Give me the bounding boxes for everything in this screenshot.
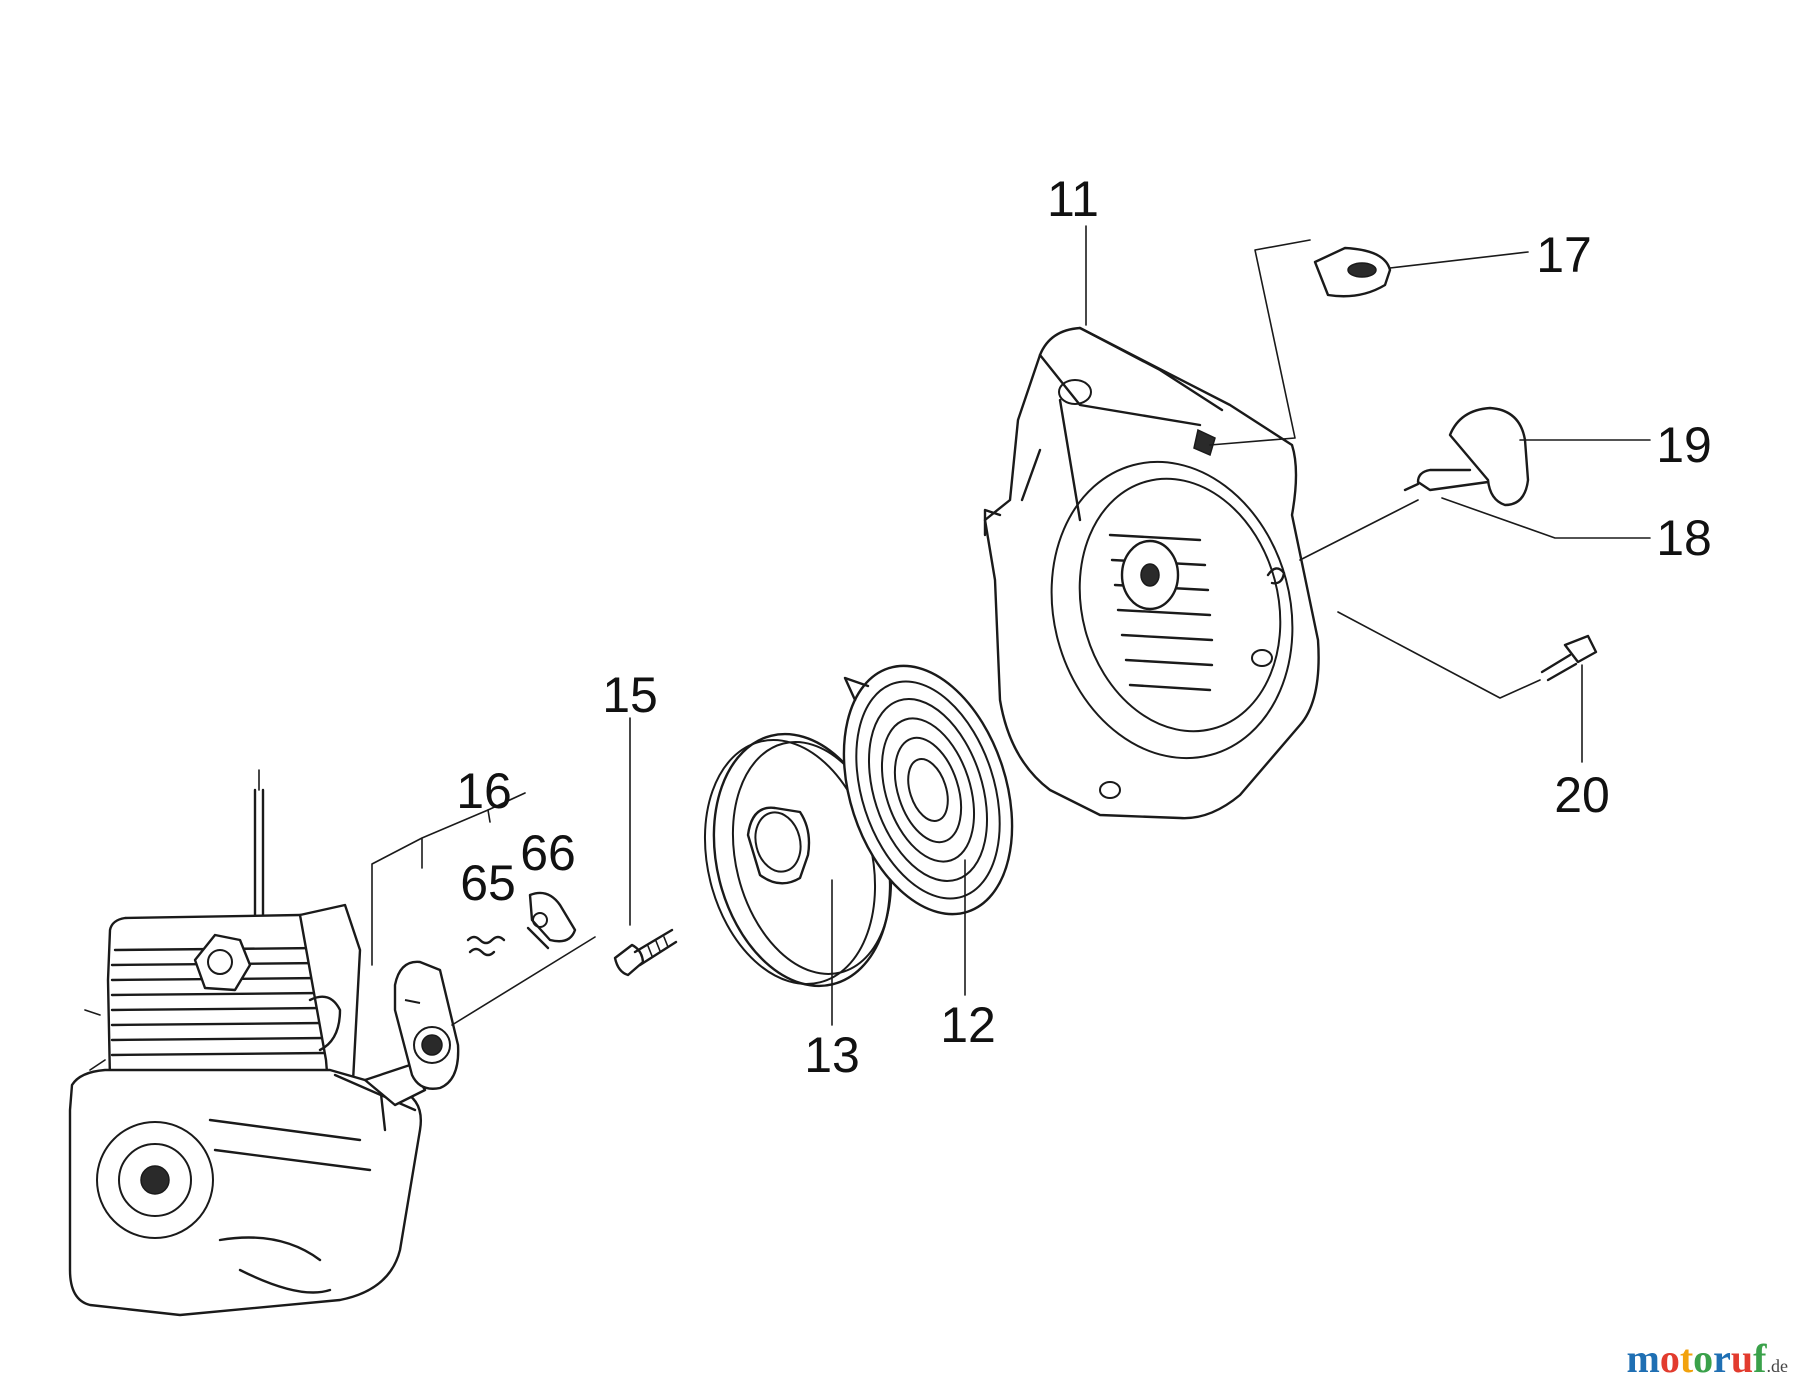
callout-18: 18 xyxy=(1656,510,1712,566)
screw-15 xyxy=(613,717,678,977)
callout-13: 13 xyxy=(804,1027,860,1083)
callout-15: 15 xyxy=(602,667,658,723)
callout-labels: 11 12 13 15 16 65 66 17 18 19 20 xyxy=(456,171,1712,1083)
starter-housing-11 xyxy=(983,225,1320,820)
engine-cylinder-block xyxy=(68,769,427,1317)
callout-11: 11 xyxy=(1047,171,1099,227)
motoruf-watermark-logo: motoruf.de xyxy=(1627,1335,1789,1382)
starter-pulley-13 xyxy=(703,732,893,1026)
rope-guide-17 xyxy=(1209,239,1529,446)
callout-65: 65 xyxy=(460,855,516,911)
watermark-letter: o xyxy=(1659,1336,1680,1381)
watermark-letter: u xyxy=(1730,1336,1754,1381)
watermark-letters: motoruf xyxy=(1627,1336,1767,1381)
callout-12: 12 xyxy=(940,997,996,1053)
watermark-letter: t xyxy=(1679,1336,1694,1381)
bolt-20 xyxy=(1337,611,1598,763)
callout-66: 66 xyxy=(520,825,576,881)
pawl-assembly-16 xyxy=(371,792,596,1090)
watermark-letter: f xyxy=(1753,1336,1767,1381)
callout-16: 16 xyxy=(456,763,512,819)
callout-19: 19 xyxy=(1656,417,1712,473)
watermark-letter: r xyxy=(1713,1336,1731,1381)
watermark-suffix: .de xyxy=(1766,1356,1789,1376)
callout-17: 17 xyxy=(1536,227,1592,283)
starter-handle-19 xyxy=(1403,406,1651,539)
recoil-spring-12 xyxy=(842,664,1014,996)
watermark-letter: m xyxy=(1626,1336,1660,1381)
starter-rope-18 xyxy=(1299,499,1419,561)
watermark-letter: o xyxy=(1693,1336,1714,1381)
callout-20: 20 xyxy=(1554,767,1610,823)
